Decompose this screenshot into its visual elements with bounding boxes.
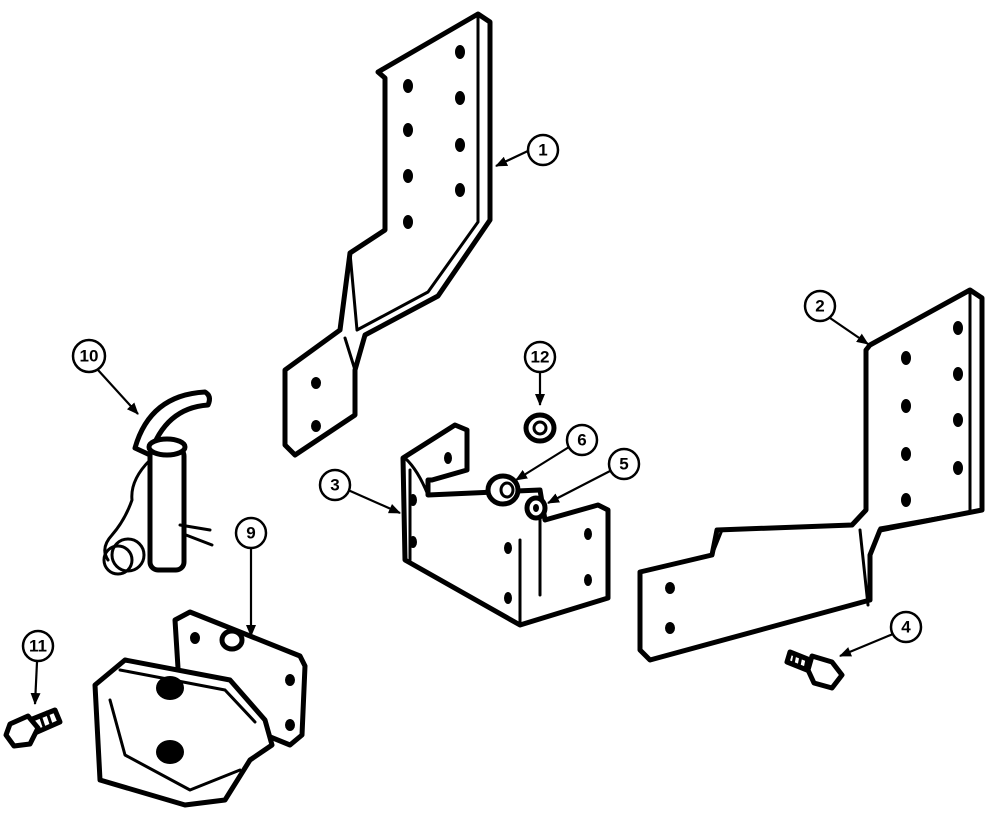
callout-6: 6 xyxy=(515,423,599,481)
callout-1-label: 1 xyxy=(538,141,547,160)
callout-5-label: 5 xyxy=(619,455,628,474)
callout-6-label: 6 xyxy=(577,431,586,450)
callout-10-label: 10 xyxy=(80,347,99,366)
hitch-coupling-9 xyxy=(92,609,308,808)
nut-12 xyxy=(523,412,557,444)
callout-4-label: 4 xyxy=(901,618,911,637)
callout-11: 11 xyxy=(21,629,55,705)
plate-holes xyxy=(311,45,465,432)
u-bracket xyxy=(400,422,611,628)
callout-9: 9 xyxy=(234,516,268,637)
nut-6 xyxy=(485,473,521,507)
callout-12: 12 xyxy=(523,340,557,406)
bracket-holes xyxy=(409,452,592,604)
callout-3-label: 3 xyxy=(330,476,339,495)
callout-1: 1 xyxy=(495,133,560,167)
callout-12-label: 12 xyxy=(531,348,550,367)
callout-4: 4 xyxy=(839,610,923,658)
callout-5: 5 xyxy=(547,447,641,504)
bolt-4 xyxy=(784,649,845,691)
pin-with-chain-10 xyxy=(102,389,214,576)
bracket-plate-right xyxy=(637,287,985,663)
bracket-plate-left xyxy=(282,11,493,458)
washer-5 xyxy=(524,495,548,521)
callout-11-label: 11 xyxy=(29,637,47,656)
callout-9-label: 9 xyxy=(246,524,255,543)
callout-10: 10 xyxy=(71,338,139,415)
callout-2: 2 xyxy=(803,289,869,345)
plate-holes xyxy=(665,321,963,634)
bolt-11 xyxy=(3,707,63,749)
callout-3: 3 xyxy=(318,468,401,515)
callout-2-label: 2 xyxy=(815,297,824,316)
